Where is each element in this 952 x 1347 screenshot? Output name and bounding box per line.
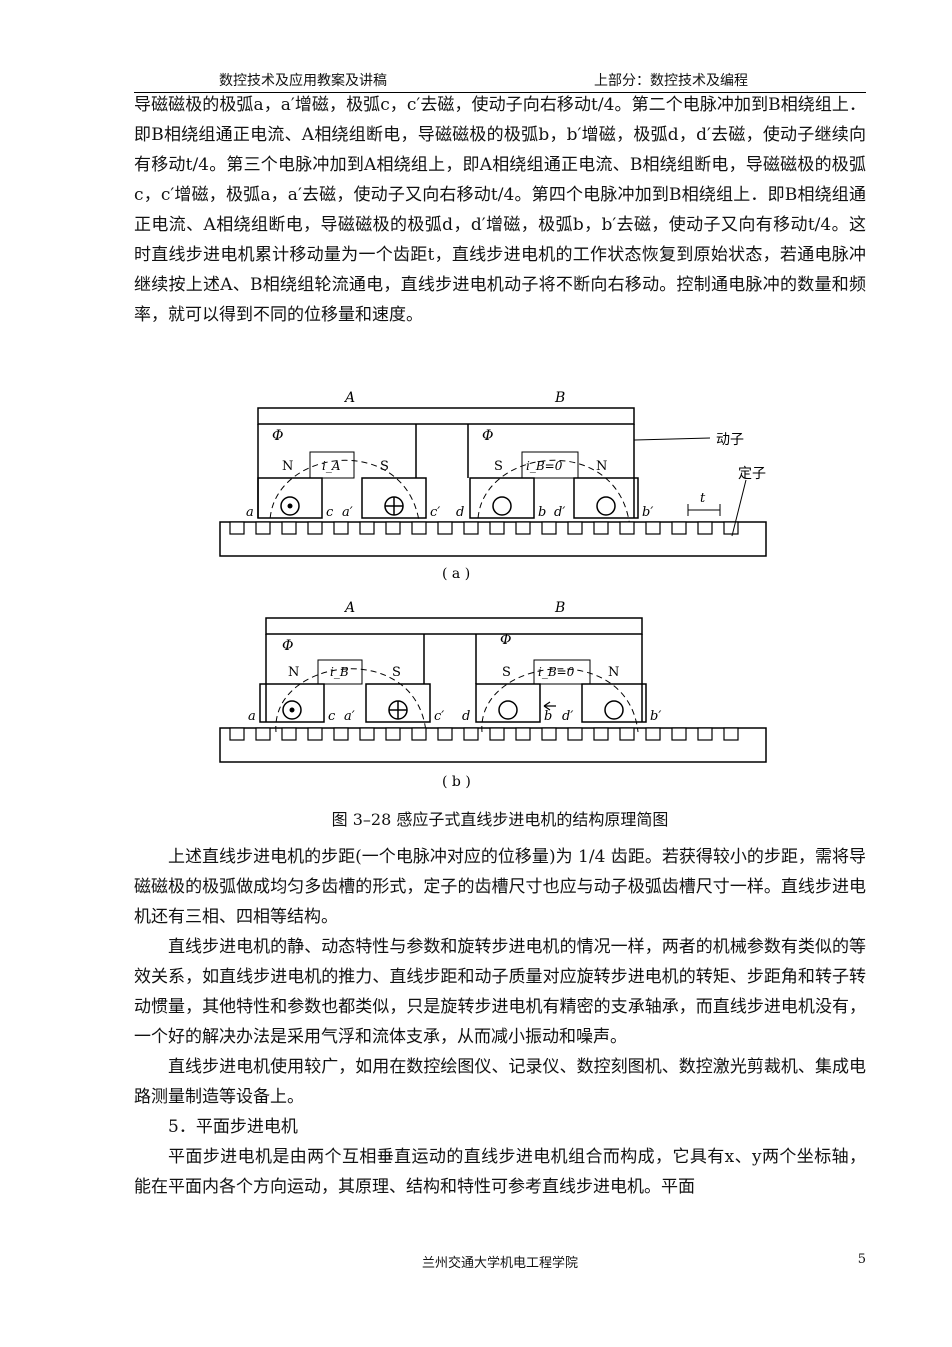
pole-label-d: d xyxy=(456,505,464,520)
pole-label-a: a xyxy=(248,709,256,724)
pole-label-c: c xyxy=(328,709,336,724)
mover-label: 动子 xyxy=(716,432,744,448)
phi-1: Φ xyxy=(282,638,293,654)
label-A: A xyxy=(343,600,355,616)
pole-N2: N xyxy=(596,459,607,474)
label-B: B xyxy=(554,600,565,616)
pole-label-d2: d′ xyxy=(562,709,573,724)
body-text-block: 上述直线步进电机的步距(一个电脉冲对应的位移量)为 1/4 齿距。若获得较小的步… xyxy=(134,842,866,1202)
figure-b: A B Φ Φ N S S N i_B i_B=0 a c a′ c′ d b … xyxy=(219,600,767,790)
tooth-pitch-label: t xyxy=(700,491,706,506)
subfigure-b-label: ( b ) xyxy=(442,774,471,790)
footer-institution: 兰州交通大学机电工程学院 xyxy=(421,1256,578,1271)
phi-2: Φ xyxy=(482,428,493,444)
pole-S2: S xyxy=(502,665,511,680)
page-number: 5 xyxy=(857,1252,866,1267)
pole-label-b2: b′ xyxy=(642,505,653,520)
coil-current-1: i_A xyxy=(322,459,341,473)
paragraph-1: 导磁磁极的极弧a，a′增磁，极弧c，c′去磁，使动子向右移动t/4。第二个电脉冲… xyxy=(134,95,866,325)
page-header: 数控技术及应用教案及讲稿 上部分：数控技术及编程 xyxy=(134,70,866,93)
coil-current-2: i_B=0 xyxy=(526,459,563,473)
header-right: 上部分：数控技术及编程 xyxy=(594,73,748,89)
paragraph-1-block: 导磁磁极的极弧a，a′增磁，极弧c，c′去磁，使动子向右移动t/4。第二个电脉冲… xyxy=(134,90,866,330)
pole-label-d2: d′ xyxy=(554,505,565,520)
paragraph-4: 直线步进电机使用较广，如用在数控绘图仪、记录仪、数控刻图机、数控激光剪裁机、集成… xyxy=(134,1057,866,1107)
pole-label-c: c xyxy=(326,505,334,520)
pole-label-d: d xyxy=(462,709,470,724)
figure-caption: 图 3–28 感应子式直线步进电机的结构原理简图 xyxy=(331,810,669,829)
label-B: B xyxy=(554,390,565,406)
paragraph-3: 直线步进电机的静、动态特性与参数和旋转步进电机的情况一样，两者的机械参数有类似的… xyxy=(134,937,866,1047)
pole-label-b2: b′ xyxy=(650,709,661,724)
pole-label-c2: c′ xyxy=(430,505,440,520)
figure-a: A B Φ Φ N S S N i_A i_B=0 a c a′ c′ d b … xyxy=(219,390,767,582)
subfigure-a-label: ( a ) xyxy=(442,566,470,582)
pole-label-a2: a′ xyxy=(344,709,355,724)
pole-N1: N xyxy=(288,665,299,680)
pole-S2: S xyxy=(494,459,503,474)
paragraph-2: 上述直线步进电机的步距(一个电脉冲对应的位移量)为 1/4 齿距。若获得较小的步… xyxy=(134,847,866,927)
pole-S1: S xyxy=(380,459,389,474)
paragraph-5: 平面步进电机是由两个互相垂直运动的直线步进电机组合而构成，它具有x、y两个坐标轴… xyxy=(134,1147,866,1197)
phi-2: Φ xyxy=(500,632,511,648)
pole-label-b: b xyxy=(544,709,552,724)
pole-label-a: a xyxy=(246,505,254,520)
pole-label-a2: a′ xyxy=(342,505,353,520)
coil-current-2: i_B=0 xyxy=(538,665,575,679)
pole-label-b: b xyxy=(538,505,546,520)
phi-1: Φ xyxy=(272,428,283,444)
stator-label: 定子 xyxy=(738,466,766,482)
pole-label-c2: c′ xyxy=(434,709,444,724)
section-heading: 5．平面步进电机 xyxy=(168,1117,298,1137)
pole-N2: N xyxy=(608,665,619,680)
pole-S1: S xyxy=(392,665,401,680)
pole-N1: N xyxy=(282,459,293,474)
label-A: A xyxy=(343,390,355,406)
header-left: 数控技术及应用教案及讲稿 xyxy=(219,73,387,89)
coil-current-1: i_B xyxy=(330,665,349,679)
